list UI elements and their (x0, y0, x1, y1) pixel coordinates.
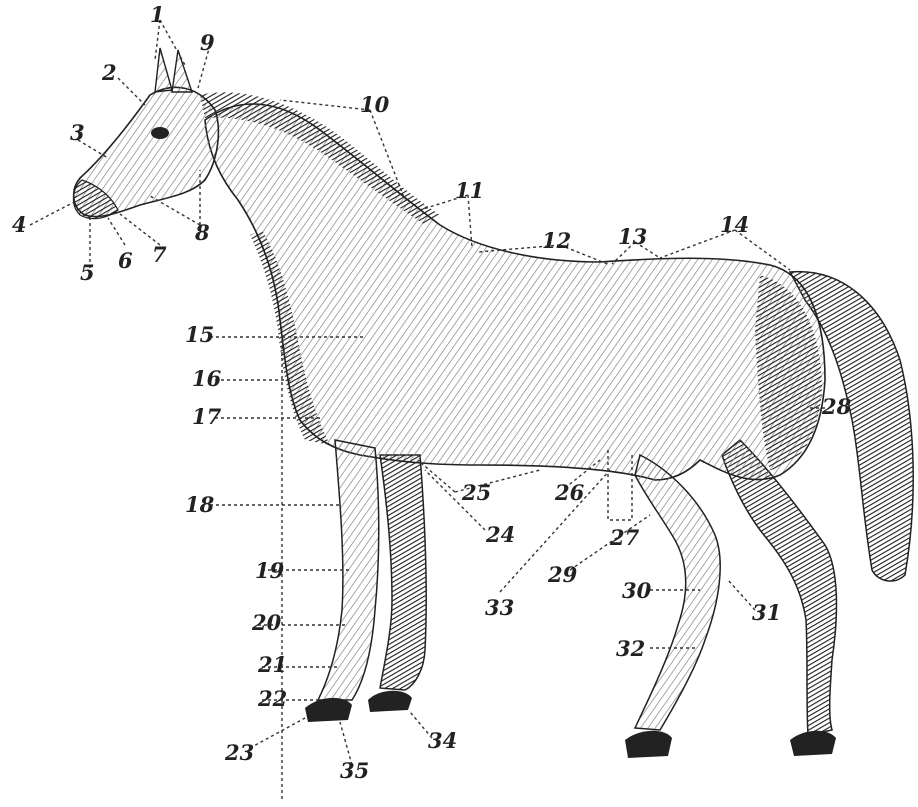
far-front-leg (380, 455, 426, 690)
label-34: 34 (428, 728, 457, 753)
label-33: 33 (485, 595, 514, 620)
label-14: 14 (720, 212, 749, 237)
label-5: 5 (80, 260, 95, 285)
hoof-near-front (305, 698, 352, 722)
label-16: 16 (192, 366, 222, 391)
label-26: 26 (554, 480, 585, 505)
label-35: 35 (340, 758, 369, 783)
label-24: 24 (485, 522, 515, 547)
hoof-far-hind (790, 731, 836, 756)
label-21: 21 (257, 652, 287, 677)
label-8: 8 (194, 220, 210, 245)
label-11: 11 (455, 178, 484, 203)
horse-figure (73, 48, 913, 758)
label-3: 3 (70, 120, 85, 145)
label-29: 29 (547, 562, 578, 587)
label-7: 7 (152, 242, 167, 267)
ear-right (172, 50, 192, 92)
label-25: 25 (461, 480, 491, 505)
label-10: 10 (360, 92, 390, 117)
label-28: 28 (821, 394, 852, 419)
label-32: 32 (616, 636, 645, 661)
label-6: 6 (118, 248, 133, 273)
label-9: 9 (200, 30, 215, 55)
ear-left (155, 48, 172, 92)
hoof-far-front (368, 691, 412, 712)
label-12: 12 (542, 228, 571, 253)
label-13: 13 (618, 224, 647, 249)
label-27: 27 (609, 525, 640, 550)
far-hind-leg (722, 440, 836, 735)
label-15: 15 (185, 322, 214, 347)
label-30: 30 (622, 578, 652, 603)
label-20: 20 (251, 610, 282, 635)
eye (151, 127, 169, 139)
label-2: 2 (101, 60, 117, 85)
label-23: 23 (224, 740, 254, 765)
label-1: 1 (150, 2, 165, 27)
hoof-near-hind (625, 731, 672, 758)
label-18: 18 (185, 492, 215, 517)
label-4: 4 (12, 212, 27, 237)
label-19: 19 (255, 558, 285, 583)
label-17: 17 (192, 404, 222, 429)
label-31: 31 (752, 600, 781, 625)
label-22: 22 (257, 686, 287, 711)
